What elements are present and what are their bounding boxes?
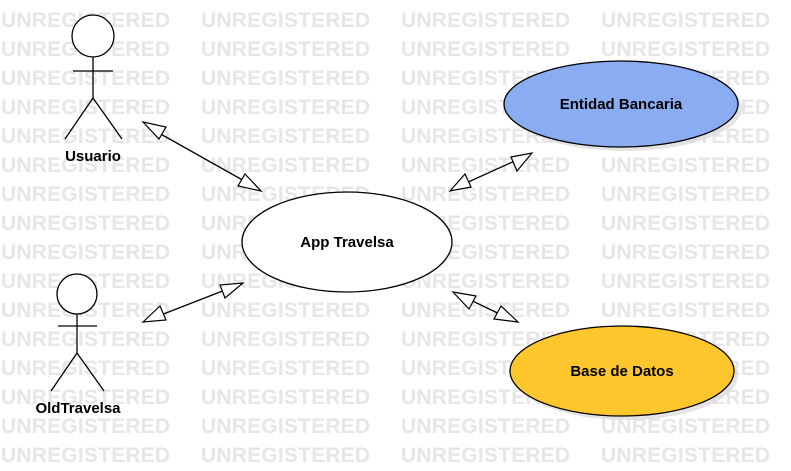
arrowhead-to-app [237, 173, 263, 192]
watermark-text: UNREGISTERED [401, 444, 570, 467]
watermark-text: UNREGISTERED [1, 183, 170, 206]
association-app-banco[interactable] [448, 152, 534, 192]
watermark-text: UNREGISTERED [201, 9, 370, 32]
actor-usuario[interactable]: Usuario [64, 14, 123, 165]
watermark-text: UNREGISTERED [201, 444, 370, 467]
watermark-text: UNREGISTERED [201, 125, 370, 148]
watermark-text: UNREGISTERED [401, 270, 570, 293]
arrowhead-to-app [451, 291, 477, 311]
watermark-text: UNREGISTERED [201, 38, 370, 61]
association-app-bd[interactable] [451, 291, 520, 323]
watermark-text: UNREGISTERED [401, 183, 570, 206]
use-case-label: Base de Datos [570, 363, 673, 380]
arrowhead-to-usuario [141, 121, 167, 140]
watermark-text: UNREGISTERED [201, 328, 370, 351]
arrowhead-to-banco [510, 152, 534, 173]
watermark-text: UNREGISTERED [601, 38, 770, 61]
watermark-text: UNREGISTERED [1, 154, 170, 177]
watermark-text: UNREGISTERED [601, 241, 770, 264]
use-case-label: Entidad Bancaria [560, 96, 683, 113]
watermark-text: UNREGISTERED [601, 9, 770, 32]
watermark-text: UNREGISTERED [601, 415, 770, 438]
watermark-text: UNREGISTERED [401, 328, 570, 351]
watermark-text: UNREGISTERED [1, 96, 170, 119]
use-case-base-de-datos[interactable]: Base de Datos [509, 325, 738, 420]
watermark-text: UNREGISTERED [401, 154, 570, 177]
association-oldtravelsa-app[interactable] [141, 282, 245, 323]
watermark-text: UNREGISTERED [1, 328, 170, 351]
watermark-text: UNREGISTERED [1, 357, 170, 380]
watermark-text: UNREGISTERED [201, 386, 370, 409]
watermark-text: UNREGISTERED [1, 67, 170, 90]
watermark-text: UNREGISTERED [601, 270, 770, 293]
watermark-text: UNREGISTERED [601, 299, 770, 322]
actor-label-oldtravelsa: OldTravelsa [35, 400, 121, 417]
watermark-text: UNREGISTERED [1, 241, 170, 264]
use-case-ellipse [241, 191, 453, 293]
watermark-text: UNREGISTERED [201, 415, 370, 438]
watermark-text: UNREGISTERED [601, 154, 770, 177]
watermark-text: UNREGISTERED [1, 415, 170, 438]
use-case-ellipse [509, 325, 735, 417]
watermark-text: UNREGISTERED [401, 299, 570, 322]
use-case-app-travelsa[interactable]: App Travelsa [241, 191, 453, 293]
association-usuario-app[interactable] [141, 121, 263, 192]
watermark-text: UNREGISTERED [401, 9, 570, 32]
actor-oldtravelsa[interactable]: OldTravelsa [35, 273, 121, 417]
watermark-text: UNREGISTERED [1, 444, 170, 467]
watermark-text: UNREGISTERED [201, 299, 370, 322]
watermark-text: UNREGISTERED [1, 212, 170, 235]
actor-right-leg [92, 97, 123, 140]
watermark-text: UNREGISTERED [201, 67, 370, 90]
watermark-text: UNREGISTERED [201, 154, 370, 177]
use-case-ellipse [503, 60, 739, 148]
watermark-text: UNREGISTERED [201, 96, 370, 119]
watermark-text: UNREGISTERED [401, 415, 570, 438]
actor-left-leg [50, 352, 78, 392]
actor-head [71, 14, 115, 58]
watermark-text: UNREGISTERED [201, 357, 370, 380]
arrowhead-to-app [219, 282, 245, 299]
watermark-text: UNREGISTERED [1, 386, 170, 409]
actor-label-usuario: Usuario [65, 148, 121, 165]
watermark-text: UNREGISTERED [1, 125, 170, 148]
watermark-text: UNREGISTERED [401, 38, 570, 61]
watermark-text: UNREGISTERED [601, 183, 770, 206]
use-case-entidad-bancaria[interactable]: Entidad Bancaria [503, 60, 742, 151]
association-line [149, 127, 256, 188]
actor-left-leg [64, 97, 94, 140]
watermark-text: UNREGISTERED [601, 444, 770, 467]
actor-head [56, 273, 98, 315]
use-case-label: App Travelsa [300, 234, 394, 251]
arrowhead-to-app [448, 172, 472, 192]
arrowhead-to-oldtravelsa [141, 304, 167, 323]
actor-right-leg [76, 352, 105, 392]
arrowhead-to-bd [493, 305, 520, 323]
watermark-text: UNREGISTERED [601, 212, 770, 235]
